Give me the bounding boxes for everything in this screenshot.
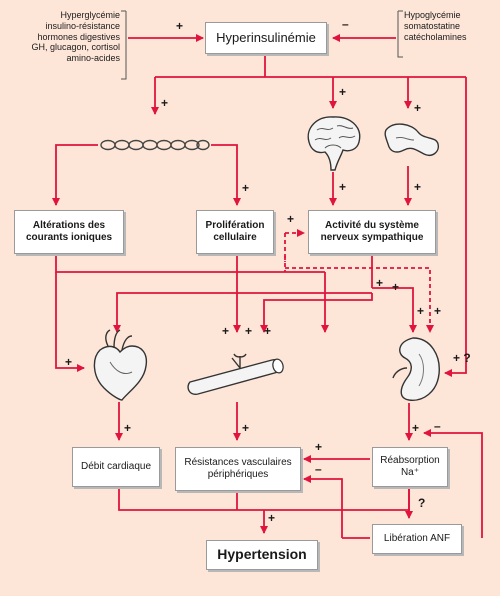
sign-question-anf: ? — [418, 496, 426, 510]
sodium-reabsorption-box: Réabsorption Na⁺ — [372, 447, 448, 487]
sign-plus-sym-a: + — [376, 276, 384, 290]
cell-proliferation-box: Prolifération cellulaire — [196, 210, 274, 254]
sign-plus-brain: + — [339, 85, 347, 99]
sign-plus-reabsorption-resistance: + — [315, 440, 323, 454]
sign-plus-pancreas: + — [414, 101, 422, 115]
kidney-icon — [392, 337, 440, 401]
anf-release-box: Libération ANF — [372, 524, 462, 554]
sympathetic-activity-box: Activité du système nerveux sympathique — [308, 210, 436, 254]
dna-chain-icon — [100, 139, 210, 151]
hypertension-box: Hypertension — [206, 540, 318, 570]
hyperinsulinemia-box: Hyperinsulinémie — [205, 22, 327, 54]
sign-minus-anf-feedback: – — [434, 419, 441, 433]
sign-plus-left-factors: + — [176, 19, 184, 33]
sign-minus-right-factors: – — [342, 17, 349, 31]
arrow-to-kidney — [444, 77, 467, 377]
sign-plus-kidney-out: + — [412, 421, 420, 435]
sign-plus-heart-left: + — [65, 355, 73, 369]
brain-icon — [307, 116, 361, 171]
inhibiting-factors-label: Hypoglycémie somatostatine catécholamine… — [404, 10, 467, 42]
sign-plus-heart-out: + — [124, 421, 132, 435]
sign-plus-pancreas-out: + — [414, 180, 422, 194]
sign-plus-dashed: + — [287, 212, 295, 226]
sign-plus-proliferation-in: + — [242, 181, 250, 195]
sign-plus-vessel-a: + — [222, 324, 230, 338]
sign-plus-question-kidney: + ? — [453, 351, 471, 365]
sign-plus-vessel-c: + — [264, 324, 272, 338]
cardiac-output-box: Débit cardiaque — [72, 447, 160, 487]
vascular-resistance-box: Résistances vasculaires périphériques — [175, 447, 301, 491]
sign-plus-brain-out: + — [339, 180, 347, 194]
sign-plus-kidney-a: + — [417, 304, 425, 318]
sign-plus-hypertension: + — [268, 511, 276, 525]
sign-plus-vessel-out: + — [242, 421, 250, 435]
pancreas-icon — [384, 123, 439, 156]
sign-plus-sym-b: + — [392, 280, 400, 294]
stimulating-factors-label: Hyperglycémie insulino-résistance hormon… — [31, 10, 120, 64]
sign-plus-vessel-b: + — [245, 324, 253, 338]
sign-plus-dna: + — [161, 96, 169, 110]
blood-vessel-icon — [187, 353, 284, 395]
sign-minus-anf-resistance: – — [315, 462, 322, 476]
sign-plus-kidney-b: + — [434, 304, 442, 318]
ionic-currents-box: Altérations des courants ioniques — [14, 210, 124, 254]
heart-icon — [93, 329, 148, 401]
